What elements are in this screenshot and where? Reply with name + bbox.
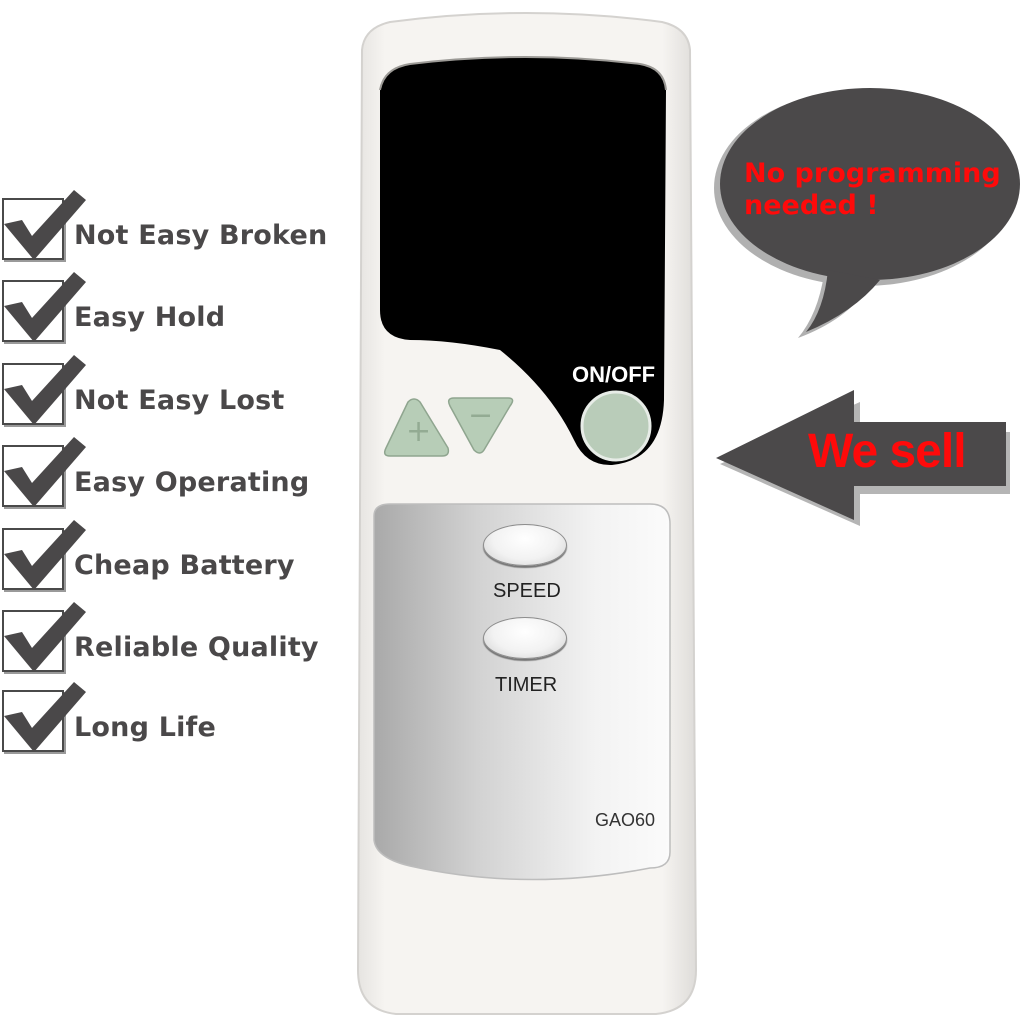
timer-label: TIMER (495, 674, 558, 696)
on-off-label: ON/OFF (572, 362, 656, 387)
temp-up-button[interactable] (380, 394, 452, 460)
feature-item: Not Easy Broken (0, 184, 340, 260)
arrow-left-icon (716, 390, 1010, 526)
plus-icon: + (406, 414, 432, 449)
feature-item: Not Easy Lost (0, 349, 340, 425)
power-button[interactable] (580, 390, 652, 462)
speed-button[interactable] (483, 524, 567, 566)
feature-item: Easy Operating (0, 431, 340, 507)
checkmark-icon (4, 682, 86, 752)
feature-label: Cheap Battery (74, 550, 295, 581)
checkmark-icon (4, 602, 86, 672)
feature-item: Cheap Battery (0, 514, 340, 590)
minus-icon: − (468, 398, 494, 433)
bubble-text-line1: No programming (744, 158, 1001, 189)
arrow-text: We sell (808, 425, 967, 478)
remote-control: + − ON/OFF SPEED TIMER GAO60 (350, 10, 702, 1018)
checkmark-icon (4, 272, 86, 342)
timer-button[interactable] (483, 617, 567, 659)
speech-bubble-shape (714, 88, 1020, 338)
checkmark-icon (4, 437, 86, 507)
we-sell-arrow: We sell (712, 386, 1012, 530)
feature-label: Not Easy Broken (74, 220, 328, 251)
feature-item: Long Life (0, 676, 340, 752)
feature-label: Reliable Quality (74, 632, 319, 663)
checkmark-icon (4, 355, 86, 425)
feature-item: Easy Hold (0, 266, 340, 342)
remote-body (356, 12, 698, 1015)
feature-item: Reliable Quality (0, 596, 340, 672)
model-label: GAO60 (595, 810, 656, 830)
checkmark-icon (4, 520, 86, 590)
speed-label: SPEED (493, 580, 561, 602)
feature-label: Not Easy Lost (74, 385, 285, 416)
feature-label: Long Life (74, 712, 217, 743)
bubble-text-line2: needed ! (744, 190, 879, 221)
checkmark-icon (4, 190, 86, 260)
temp-down-button[interactable] (448, 394, 516, 456)
feature-label: Easy Hold (74, 302, 226, 333)
speech-bubble: No programming needed ! (706, 84, 1024, 344)
feature-label: Easy Operating (74, 467, 310, 498)
